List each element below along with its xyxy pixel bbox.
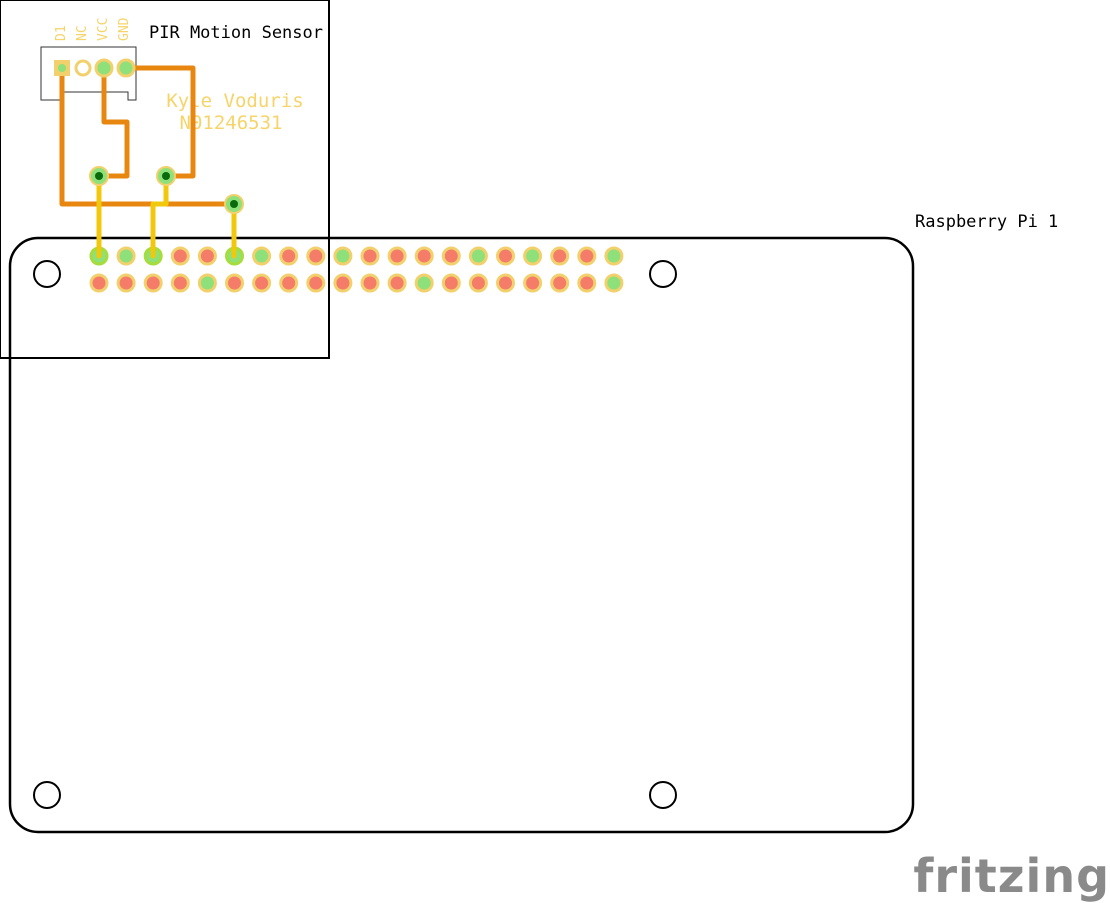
pin-label-nc: NC [75,25,90,41]
gpio-pin-row2-col5[interactable] [197,273,217,293]
gpio-pin-row2-col17[interactable] [523,273,543,293]
gpio-pin-row2-col10[interactable] [333,273,353,293]
gpio-pin-row2-col11[interactable] [360,273,380,293]
raspberry-pi-label: Raspberry Pi 1 [915,212,1058,232]
mounting-hole-top-right [649,260,677,288]
gpio-pin-row2-col13[interactable] [414,273,434,293]
gpio-pin-row1-col4[interactable] [170,246,190,266]
top-layer-traces [96,173,237,259]
gpio-pin-row2-col14[interactable] [441,273,461,293]
trace-gnd [123,65,196,179]
gpio-pin-row2-col20[interactable] [604,273,624,293]
pin-label-gnd: GND [117,17,132,41]
gpio-pin-row1-col14[interactable] [441,246,461,266]
silkscreen-student-id: N01246531 [180,112,283,134]
gpio-pin-row2-col18[interactable] [550,273,570,293]
trace-d1 [59,65,237,207]
silkscreen-author-name: Kyle Voduris [166,90,303,112]
gpio-pin-row1-col13[interactable] [414,246,434,266]
gpio-pin-row1-col10[interactable] [333,246,353,266]
gpio-pin-row1-col17[interactable] [523,246,543,266]
fritzing-logo: fritzing [913,849,1110,903]
bottom-layer-traces [59,65,237,207]
gpio-pin-row2-col16[interactable] [496,273,515,293]
vias [89,166,244,214]
gpio-pin-row2-col19[interactable] [577,273,597,293]
via-vcc-hole [95,172,103,180]
gpio-pin-row2-col6[interactable] [225,273,244,293]
gpio-pin-row1-col11[interactable] [360,246,380,266]
trace-gnd-to-header [150,173,169,259]
raspberry-pi-board[interactable]: Raspberry Pi 1 [8,212,1058,834]
via-d1-hole [230,200,238,208]
gpio-pin-row1-col7[interactable] [252,246,272,266]
gpio-pin-row1-col15[interactable] [468,246,488,266]
pir-sensor-label: PIR Motion Sensor [149,23,323,43]
via-gnd-hole [162,172,170,180]
pad-d1-center [58,64,66,72]
gpio-pin-row2-col12[interactable] [387,273,407,293]
pir-sensor-outline [0,0,330,359]
raspberry-pi-outline [8,236,915,834]
gpio-pin-row2-col3[interactable] [143,273,163,293]
gpio-pin-row1-col9[interactable] [306,246,326,266]
gpio-pin-row2-col15[interactable] [468,273,488,293]
pin-label-d1: D1 [54,25,69,41]
gpio-pin-row2-col9[interactable] [306,273,326,293]
gpio-header [89,246,624,293]
gpio-pin-row1-col5[interactable] [197,246,217,266]
pad-nc[interactable] [74,59,92,77]
trace-vcc [96,65,130,179]
gpio-pin-row1-col19[interactable] [577,246,597,266]
mounting-hole-bottom-left [33,781,61,809]
mounting-hole-top-left [33,260,61,288]
gpio-pin-row1-col12[interactable] [387,246,407,266]
gpio-pin-row2-col8[interactable] [279,273,299,293]
connector-outline [40,46,137,101]
pin-label-vcc: VCC [96,18,111,41]
pir-connector-pads [54,58,136,78]
gpio-pin-row2-col1[interactable] [89,273,109,293]
gpio-pin-row2-col4[interactable] [170,273,190,293]
pad-vcc[interactable] [94,58,114,78]
gpio-pin-row1-col2[interactable] [116,246,136,266]
gpio-pin-row2-col2[interactable] [116,273,136,293]
gpio-pin-row1-col8[interactable] [279,246,299,266]
gpio-pin-row1-col20[interactable] [604,246,624,266]
gpio-pin-row1-col16[interactable] [496,246,515,266]
pir-sensor-board[interactable]: PIR Motion Sensor D1 NC VCC GND Kyle Vod… [0,0,330,359]
pad-gnd[interactable] [116,58,136,78]
mounting-hole-bottom-right [649,781,677,809]
gpio-pin-row1-col18[interactable] [550,246,570,266]
gpio-pin-row2-col7[interactable] [252,273,272,293]
